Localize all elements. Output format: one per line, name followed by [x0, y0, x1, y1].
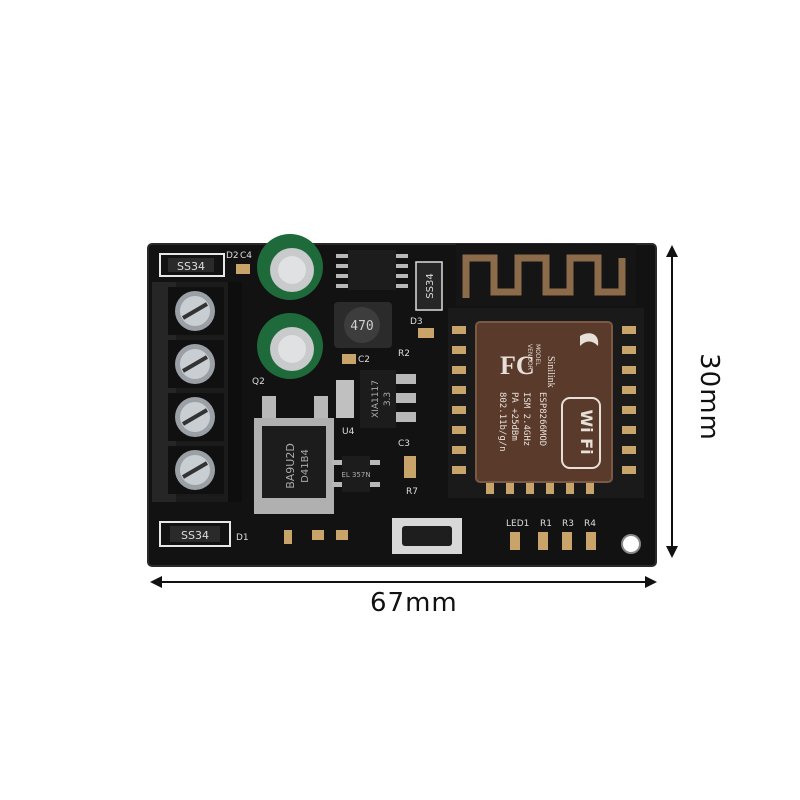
mosfet-label-2: D41B4 [300, 449, 311, 483]
silk-r4: R4 [584, 519, 596, 529]
silk-r1: R1 [540, 519, 552, 529]
wifi-logo: Wi Fi [561, 397, 601, 469]
width-dimension-arrow [150, 576, 657, 588]
mounting-hole [621, 534, 641, 554]
silk-d2: D2 [226, 251, 239, 261]
optocoupler-chip: EL 357N [332, 456, 380, 492]
smd-capacitor-c2 [342, 354, 356, 364]
esp8266-module: FC Sinilink MODEL VENDOR ESP8266MOD ISM … [448, 308, 644, 498]
screw-terminal-1 [168, 287, 224, 335]
ic-chip-top [336, 250, 408, 290]
fc-logo: FC [500, 351, 535, 380]
electrolytic-capacitor-top [257, 234, 323, 300]
vendor-label: VENDOR [526, 344, 533, 370]
module-brand: Sinilink [545, 356, 556, 388]
diode-ss34-middle: SS34 [415, 261, 443, 311]
smd-part [284, 530, 292, 544]
smd-component [336, 380, 354, 418]
wifi-logo-text: Wi Fi [577, 409, 596, 454]
inductor-label: 470 [350, 319, 373, 334]
screw-terminal-3 [168, 393, 224, 441]
silk-r3: R3 [562, 519, 574, 529]
screw-terminal-2 [168, 340, 224, 388]
silk-q2: Q2 [252, 377, 265, 387]
sinilink-logo-icon [580, 333, 599, 346]
diode-top-label: SS34 [177, 260, 205, 273]
inductor-470: 470 [334, 302, 392, 348]
module-pa: PA +25dBm [509, 392, 519, 441]
voltage-regulator: XIA1117 3.3 [360, 370, 416, 428]
silk-r2: R2 [398, 349, 410, 359]
silk-d1: D1 [236, 533, 249, 543]
silk-r7: R7 [406, 487, 418, 497]
module-standard: 802.11b/g/n [497, 392, 507, 452]
silk-d3: D3 [410, 317, 423, 327]
mosfet-label-1: BA9U2D [284, 443, 297, 489]
silk-led1: LED1 [506, 519, 529, 529]
width-dimension-label: 67mm [370, 588, 458, 618]
module-ism: ISM 2.4GHz [521, 392, 531, 446]
regulator-label-2: 3.3 [383, 392, 393, 406]
module-castellated-pads [452, 326, 636, 494]
model-label: MODEL [534, 344, 541, 366]
diode-mid-label: SS34 [425, 273, 436, 298]
silk-c3: C3 [398, 439, 410, 449]
screw-terminal-4 [168, 446, 224, 494]
electrolytic-capacitor-bottom [257, 313, 323, 379]
tactile-push-button[interactable] [392, 518, 462, 554]
silk-c4: C4 [240, 251, 252, 261]
opto-label: EL 357N [341, 471, 370, 479]
height-dimension-arrow [666, 245, 678, 558]
smd-resistor-r4 [586, 532, 596, 550]
silk-u4: U4 [342, 427, 355, 437]
module-model: ESP8266MOD [537, 392, 547, 446]
smd-resistor-r3 [562, 532, 572, 550]
smd-part [312, 530, 324, 540]
status-led [510, 532, 520, 550]
smd-capacitor [236, 264, 250, 274]
smd-resistor-r2 [418, 328, 434, 338]
smd-resistor-r1 [538, 532, 548, 550]
height-dimension-label: 30mm [693, 353, 724, 441]
diode-ss34-bottom: SS34 [159, 521, 231, 547]
smd-part [336, 530, 348, 540]
regulator-label-1: XIA1117 [371, 380, 381, 418]
smd-resistor-r7 [404, 456, 416, 478]
silk-c2: C2 [358, 355, 370, 365]
diode-bottom-label: SS34 [181, 529, 209, 542]
screw-terminal-block [152, 282, 242, 502]
mosfet-dpak: BA9U2D D41B4 [254, 396, 334, 514]
wifi-antenna-trace [456, 244, 636, 306]
diode-ss34-top: SS34 [159, 253, 225, 277]
